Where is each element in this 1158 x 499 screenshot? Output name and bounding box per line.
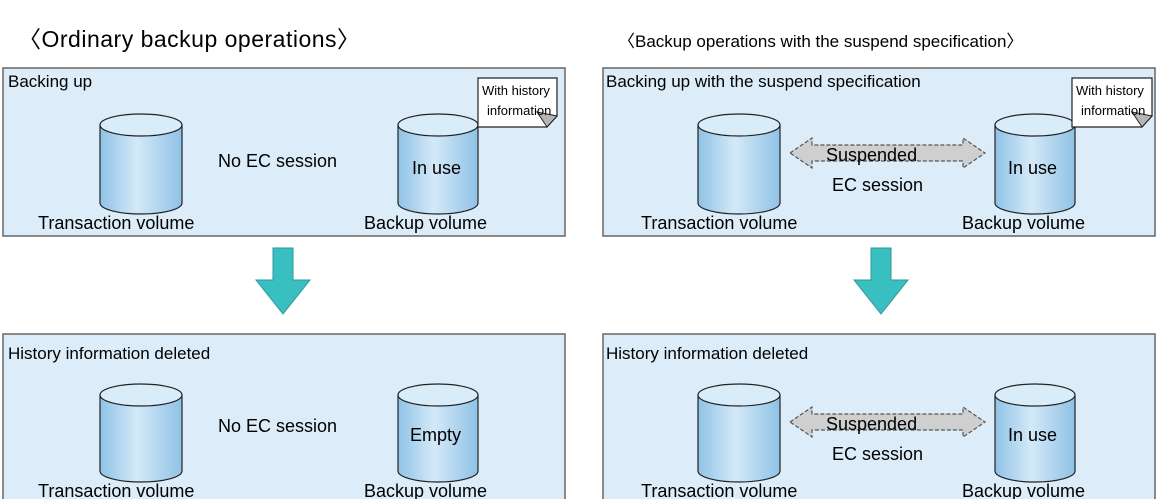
- suspended-label: Suspended: [826, 145, 917, 165]
- history-note-line2: information: [1081, 103, 1145, 118]
- history-note-line1: With history: [482, 83, 550, 98]
- suspended-label: Suspended: [826, 414, 917, 434]
- panel-history-deleted-suspend: History information deleted Transaction …: [602, 333, 1156, 499]
- suspended-ec-arrow-icon: [788, 136, 987, 170]
- column-heading-suspend: 〈Backup operations with the suspend spec…: [618, 32, 1023, 51]
- panel-backing-up: Backing up Transaction volume No EC sess…: [2, 67, 566, 237]
- transaction-volume-label: Transaction volume: [38, 481, 194, 499]
- panel-backing-up-suspend: Backing up with the suspend specificatio…: [602, 67, 1156, 237]
- panel-title: History information deleted: [606, 344, 808, 363]
- backup-volume-state: Empty: [410, 425, 461, 445]
- panel-title: Backing up with the suspend specificatio…: [606, 72, 921, 91]
- column-heading-ordinary: 〈Ordinary backup operations〉: [18, 26, 361, 52]
- backup-volume-label: Backup volume: [364, 213, 487, 233]
- backup-volume-state: In use: [1008, 158, 1057, 178]
- history-note-line1: With history: [1076, 83, 1144, 98]
- backup-volume-label: Backup volume: [962, 481, 1085, 499]
- panel-title: History information deleted: [8, 344, 210, 363]
- backup-volume-cylinder: [397, 383, 479, 483]
- backup-volume-state: In use: [412, 158, 461, 178]
- backup-volume-cylinder: [994, 383, 1076, 483]
- suspended-ec-arrow-icon: [788, 405, 987, 439]
- down-arrow-icon: [254, 247, 312, 315]
- history-note-line2: information: [487, 103, 551, 118]
- history-note-icon: With history information: [1071, 77, 1153, 128]
- transaction-volume-label: Transaction volume: [641, 213, 797, 233]
- transaction-volume-cylinder: [697, 383, 781, 483]
- ec-session-status: No EC session: [218, 416, 337, 436]
- transaction-volume-label: Transaction volume: [38, 213, 194, 233]
- transaction-volume-cylinder: [99, 113, 183, 215]
- ec-session-label: EC session: [832, 175, 923, 195]
- backup-volume-label: Backup volume: [962, 213, 1085, 233]
- transaction-volume-label: Transaction volume: [641, 481, 797, 499]
- backup-volume-label: Backup volume: [364, 481, 487, 499]
- panel-history-deleted-ordinary: History information deleted Transaction …: [2, 333, 566, 499]
- ec-session-label: EC session: [832, 444, 923, 464]
- panel-title: Backing up: [8, 72, 92, 91]
- backup-volume-cylinder: [397, 113, 479, 215]
- down-arrow-icon: [852, 247, 910, 315]
- ec-session-status: No EC session: [218, 151, 337, 171]
- transaction-volume-cylinder: [99, 383, 183, 483]
- backup-volume-state: In use: [1008, 425, 1057, 445]
- transaction-volume-cylinder: [697, 113, 781, 215]
- history-note-icon: With history information: [477, 77, 558, 128]
